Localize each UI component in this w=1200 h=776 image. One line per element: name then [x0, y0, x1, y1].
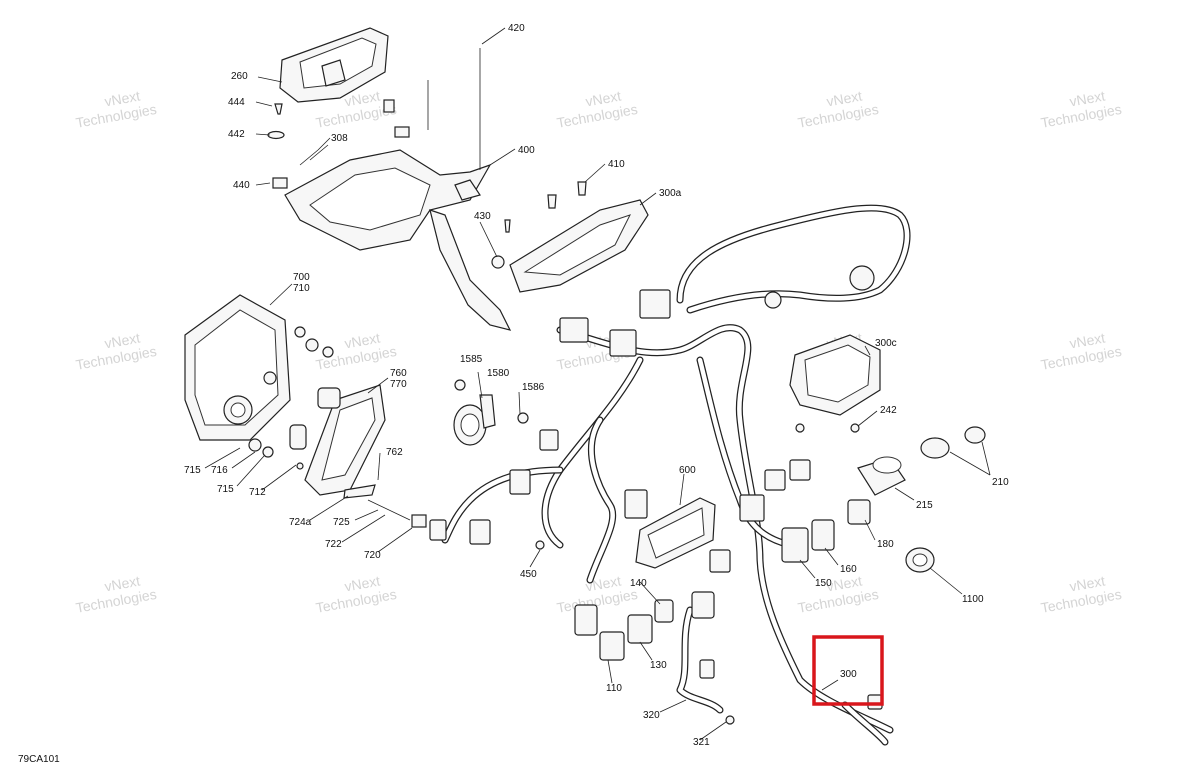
frame-loop [676, 204, 911, 314]
callout-321: 321 [693, 737, 710, 748]
callout-440: 440 [233, 180, 250, 191]
leader-lines [204, 27, 991, 741]
callout-320: 320 [643, 710, 660, 721]
callout-700: 700 [293, 272, 310, 283]
callout-110: 110 [606, 683, 622, 694]
callout-1580: 1580 [487, 368, 510, 379]
callout-210: 210 [992, 477, 1009, 488]
watermark-line1: vNext [1068, 329, 1106, 351]
callout-430: 430 [474, 211, 491, 222]
highlight-box [812, 635, 884, 706]
callout-600: 600 [679, 465, 696, 476]
callout-260: 260 [231, 71, 248, 82]
callout-712: 712 [249, 487, 266, 498]
callout-720: 720 [364, 550, 381, 561]
watermark-line1: vNext [103, 572, 141, 594]
watermark-line1: vNext [343, 329, 381, 351]
main-wiring-harness [429, 289, 894, 746]
watermark-line1: vNext [825, 572, 863, 594]
callout-410: 410 [608, 159, 625, 170]
display-600 [635, 497, 716, 569]
left-module-700 [184, 294, 334, 470]
callout-1100: 1100 [962, 594, 984, 605]
callout-710: 710 [293, 283, 310, 294]
watermark-line1: vNext [1068, 572, 1106, 594]
watermark-line1: vNext [825, 87, 863, 109]
upper-housing-assembly [267, 27, 512, 331]
watermark-line1: vNext [103, 329, 141, 351]
callout-180: 180 [877, 539, 894, 550]
callout-labels: 420 260 444 442 308 400 440 410 300a 430… [184, 23, 1009, 748]
callout-300c: 300c [875, 338, 897, 349]
module-300c [789, 334, 881, 433]
callout-716: 716 [211, 465, 228, 476]
callout-300a: 300a [659, 188, 682, 199]
bracket-300a [491, 181, 649, 293]
callout-140: 140 [630, 578, 647, 589]
callout-725: 725 [333, 517, 350, 528]
callout-150: 150 [815, 578, 832, 589]
watermark-line1: vNext [343, 87, 381, 109]
callout-242: 242 [880, 405, 897, 416]
callout-130: 130 [650, 660, 667, 671]
callout-760: 760 [390, 368, 407, 379]
watermark-line1: vNext [343, 572, 381, 594]
callout-300: 300 [840, 669, 857, 680]
diagram-reference-code: 79CA101 [18, 754, 60, 765]
callout-715-a: 715 [184, 465, 201, 476]
callout-215: 215 [916, 500, 933, 511]
bracket-760 [304, 384, 427, 528]
callout-450: 450 [520, 569, 537, 580]
callout-724a: 724a [289, 517, 312, 528]
callout-308: 308 [331, 133, 348, 144]
watermark-line1: vNext [584, 87, 622, 109]
callout-400: 400 [518, 145, 535, 156]
callout-762: 762 [386, 447, 403, 458]
callout-715-b: 715 [217, 484, 234, 495]
callout-722: 722 [325, 539, 342, 550]
callout-770: 770 [390, 379, 407, 390]
callout-1585: 1585 [460, 354, 483, 365]
callout-444: 444 [228, 97, 245, 108]
watermark-line1: vNext [103, 87, 141, 109]
watermark-line1: vNext [1068, 87, 1106, 109]
callout-160: 160 [840, 564, 857, 575]
callout-420: 420 [508, 23, 525, 34]
horn-1580 [453, 379, 529, 446]
callout-442: 442 [228, 129, 245, 140]
lower-switches [574, 591, 735, 725]
right-components [781, 426, 986, 573]
callout-1586: 1586 [522, 382, 545, 393]
